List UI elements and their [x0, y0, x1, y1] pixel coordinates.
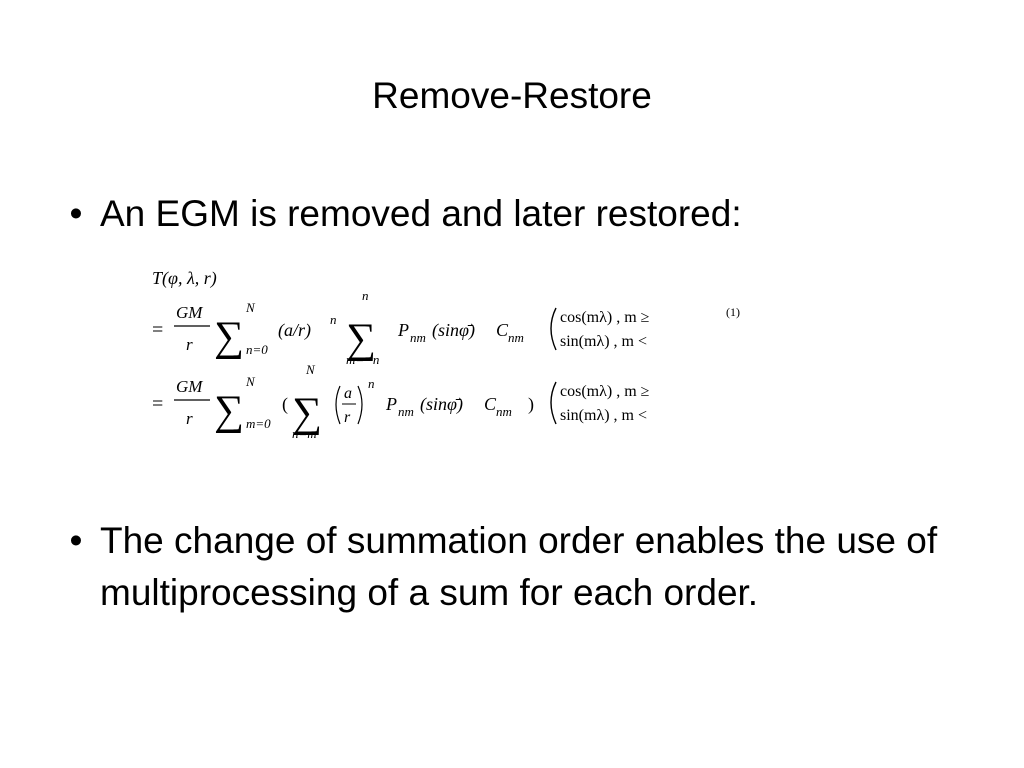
eq-equals-1: =	[152, 319, 163, 341]
slide-title: Remove-Restore	[372, 75, 652, 116]
eq-frac-den-1: r	[186, 335, 193, 354]
eq-case-brace-1	[550, 307, 557, 351]
eq-inner-upper-1: n	[362, 288, 369, 303]
eq-inner-lower-2: n=m	[292, 426, 317, 441]
eq-frac-paren-left	[335, 385, 341, 425]
bullet-text: An EGM is removed and later restored:	[100, 193, 742, 234]
eq-p-sub-1: nm	[410, 330, 426, 345]
eq-sum-upper-1: N	[245, 300, 256, 315]
eq-c-term-1: C	[496, 320, 509, 340]
bullet-marker: •	[69, 193, 83, 234]
eq-p-term-1: P	[397, 320, 409, 340]
equation-image: T(φ, λ, r) = GM r ∑ N n=0 (a/r) n ∑ n m=…	[150, 262, 750, 452]
eq-close-paren-2: )	[528, 394, 534, 415]
eq-afrac-exp: n	[368, 376, 375, 391]
eq-sum-lower-1: n=0	[246, 342, 268, 357]
eq-open-paren-2: (	[282, 394, 288, 415]
eq-sum-lower-2: m=0	[246, 416, 271, 431]
eq-sum-inner-1: ∑	[346, 316, 376, 362]
eq-p-term-2: P	[385, 394, 397, 414]
eq-p-arg-1: (sinφ̄)	[432, 320, 475, 341]
eq-case-bottom-1: sin(mλ) , m <	[560, 333, 647, 350]
eq-case-bottom-2: sin(mλ) , m <	[560, 407, 647, 424]
eq-case-brace-2	[550, 381, 557, 425]
bullet-item: • An EGM is removed and later restored:	[60, 188, 960, 240]
eq-c-sub-1: nm	[508, 330, 524, 345]
eq-sum-outer-2: ∑	[214, 388, 244, 434]
bullet-item: • The change of summation order enables …	[60, 515, 960, 619]
bullet-marker: •	[69, 520, 83, 561]
eq-afrac-den: r	[344, 409, 351, 426]
eq-frac-num-2: GM	[176, 377, 203, 396]
eq-p-sub-2: nm	[398, 404, 414, 419]
eq-c-sub-2: nm	[496, 404, 512, 419]
eq-case-top-1: cos(mλ) , m ≥	[560, 309, 650, 326]
eq-afrac-num: a	[344, 385, 352, 402]
eq-frac-paren-right	[357, 385, 363, 425]
eq-case-top-2: cos(mλ) , m ≥	[560, 383, 650, 400]
eq-inner-lower-1: m=−n	[346, 352, 379, 367]
eq-c-term-2: C	[484, 394, 497, 414]
eq-number: (1)	[726, 305, 740, 319]
eq-frac-den-2: r	[186, 409, 193, 428]
eq-ar-exp: n	[330, 312, 337, 327]
eq-p-arg-2: (sinφ̄)	[420, 394, 463, 415]
eq-line1: T(φ, λ, r)	[152, 268, 217, 289]
eq-sum-upper-2: N	[245, 374, 256, 389]
eq-equals-2: =	[152, 393, 163, 415]
eq-frac-num-1: GM	[176, 303, 203, 322]
equation-svg: T(φ, λ, r) = GM r ∑ N n=0 (a/r) n ∑ n m=…	[152, 268, 740, 448]
eq-crop-mask	[688, 298, 718, 448]
eq-inner-upper-2: N	[305, 362, 316, 377]
eq-sum-inner-2: ∑	[292, 390, 322, 436]
eq-ar-term: (a/r)	[278, 320, 311, 341]
eq-sum-outer-1: ∑	[214, 314, 244, 360]
bullet-text: The change of summation order enables th…	[100, 520, 938, 613]
